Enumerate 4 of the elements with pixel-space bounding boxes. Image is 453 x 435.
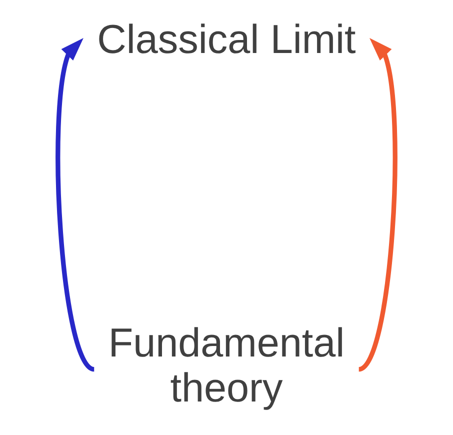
node-text: Fundamental theory — [108, 320, 345, 411]
node-text: Classical Limit — [97, 16, 356, 62]
arrow — [56, 38, 96, 372]
arrow — [358, 38, 398, 372]
